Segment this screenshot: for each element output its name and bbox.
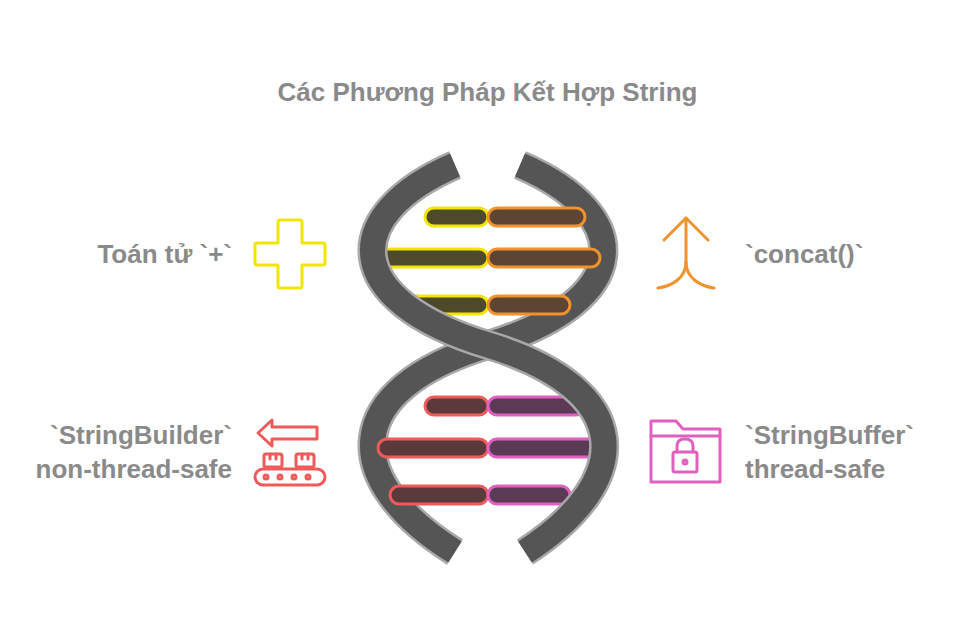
method-label: `StringBuffer` thread-safe bbox=[745, 418, 950, 486]
folder-lock-icon bbox=[651, 421, 720, 482]
plus-icon bbox=[255, 220, 325, 288]
builder-icon bbox=[255, 420, 325, 485]
helix-strand bbox=[372, 165, 603, 552]
helix-strand bbox=[372, 165, 604, 552]
method-label: `concat()` bbox=[745, 237, 955, 271]
merge-icon bbox=[658, 218, 714, 288]
method-label: Toán tử `+` bbox=[12, 237, 232, 271]
diagram-title: Các Phương Pháp Kết Hợp String bbox=[0, 75, 975, 109]
method-label: `StringBuilder` non-thread-safe bbox=[17, 418, 232, 486]
